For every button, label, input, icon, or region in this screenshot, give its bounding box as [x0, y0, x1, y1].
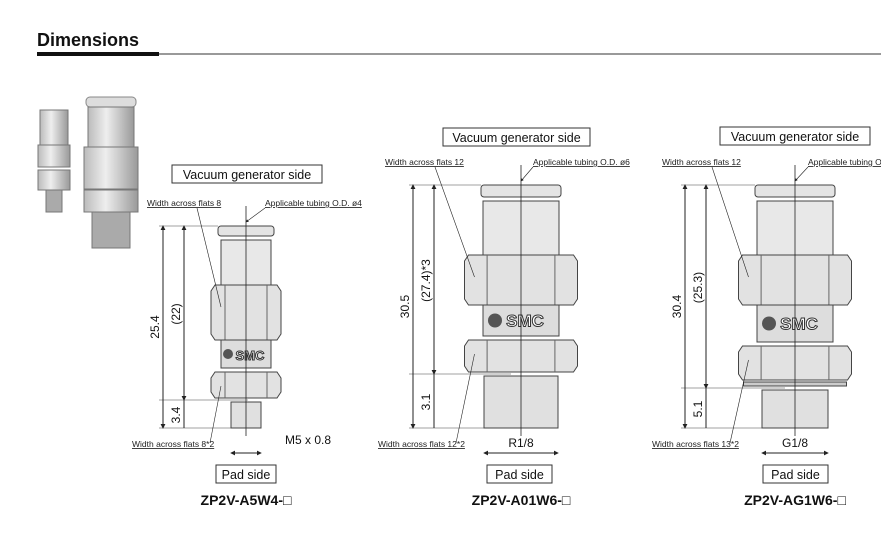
top-label-box — [719, 126, 871, 146]
width-across-flats-top: Width across flats 12 — [662, 157, 741, 167]
dimension-inner-length: (25.3) — [691, 272, 705, 303]
photo-small-fitting — [37, 109, 71, 213]
width-across-flats-top: Width across flats 8 — [147, 198, 221, 208]
dimension-inner-length: (22) — [169, 303, 183, 324]
model-number: ZP2V-A01W6-□ — [472, 492, 571, 508]
dimension-total-length: 25.4 — [148, 315, 162, 339]
pad-side-label: Pad side — [222, 468, 271, 482]
section-title: Dimensions — [37, 30, 140, 50]
leader-line — [196, 207, 222, 308]
upper-hex-flats — [760, 255, 830, 305]
applicable-tubing-od: Applicable tubing O.D. ø4 — [265, 198, 362, 208]
fitting-panel-2: Vacuum generator sideSMC30.5(27.4)*33.1W… — [378, 127, 630, 508]
vacuum-generator-side-label: Vacuum generator side — [452, 131, 580, 145]
product-photos — [37, 96, 139, 249]
bottom-label-box — [215, 464, 277, 484]
model-number: ZP2V-A5W4-□ — [201, 492, 292, 508]
smc-logo-icon — [223, 349, 233, 359]
leader-line — [520, 166, 534, 182]
dimension-total-length: 30.5 — [398, 294, 412, 318]
pad-side-label: Pad side — [771, 468, 820, 482]
leader-line — [794, 166, 809, 182]
applicable-tubing-od: Applicable tubing O.D. ø6 — [533, 157, 630, 167]
model-number: ZP2V-AG1W6-□ — [744, 492, 846, 508]
thread-size: G1/8 — [782, 436, 808, 450]
top-label-box — [171, 164, 323, 184]
thread-size: M5 x 0.8 — [285, 433, 331, 447]
fitting-panel-3: Vacuum generator sideSMC30.4(25.3)5.1Wid… — [652, 126, 881, 508]
bottom-label-box — [762, 464, 829, 484]
lower-hex-flats — [760, 346, 830, 380]
top-label-box — [442, 127, 591, 147]
smc-logo: SMC — [236, 348, 266, 363]
applicable-tubing-od: Applicable tubing O.D. ø6 — [808, 157, 881, 167]
bottom-label-box — [486, 464, 553, 484]
dimension-thread-length: 3.1 — [419, 393, 433, 410]
width-across-flats-bottom: Width across flats 12*2 — [378, 439, 465, 449]
leader-line — [729, 359, 749, 444]
leader-line — [711, 166, 749, 278]
leader-line — [209, 385, 222, 444]
smc-logo-icon — [762, 316, 776, 331]
dimension-inner-length: (27.4)*3 — [419, 259, 433, 302]
upper-hex-flats — [224, 285, 268, 340]
leader-line — [455, 353, 475, 444]
photo-large-fitting — [83, 96, 139, 249]
dimension-thread-length: 5.1 — [691, 400, 705, 417]
lower-hex-flats — [486, 340, 556, 372]
vacuum-generator-side-label: Vacuum generator side — [183, 168, 311, 182]
thread-size: R1/8 — [508, 436, 534, 450]
smc-logo: SMC — [506, 312, 544, 331]
smc-logo: SMC — [780, 315, 818, 334]
title-rule — [159, 53, 881, 55]
width-across-flats-top: Width across flats 12 — [385, 157, 464, 167]
vacuum-generator-side-label: Vacuum generator side — [731, 130, 859, 144]
pad-side-label: Pad side — [495, 468, 544, 482]
width-across-flats-bottom: Width across flats 8*2 — [132, 439, 214, 449]
fitting-panel-1: Vacuum generator sideSMC25.4(22)3.4Width… — [132, 164, 362, 508]
upper-hex-flats — [486, 255, 556, 305]
width-across-flats-bottom: Width across flats 13*2 — [652, 439, 739, 449]
dimension-thread-length: 3.4 — [169, 406, 183, 423]
lower-hex-flats — [224, 372, 268, 398]
leader-line — [245, 207, 266, 223]
title-underline — [37, 52, 159, 56]
smc-logo-icon — [488, 313, 502, 328]
dimension-total-length: 30.4 — [670, 294, 684, 318]
leader-line — [434, 166, 475, 278]
